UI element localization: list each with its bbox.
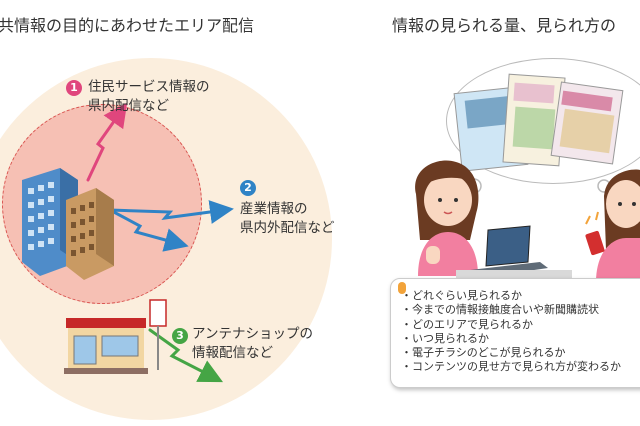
woman-with-laptop-icon (415, 160, 479, 276)
item-2-line2: 県内外配信など (240, 220, 335, 236)
info-list: どれぐらい見られるか 今までの情報接触度合いや新聞購読状 どのエリアで見られるか… (391, 279, 640, 375)
table-icon (456, 270, 572, 278)
item-1-label: 住民サービス情報の 県内配信など (88, 78, 210, 116)
item-3-line2: 情報配信など (192, 345, 273, 361)
item-3-label: アンテナショップの 情報配信など (192, 325, 313, 363)
woman-with-phone-icon (585, 169, 640, 282)
list-item: 今までの情報接触度合いや新聞購読状 (412, 303, 640, 317)
item-3-badge: 3 (172, 328, 188, 344)
arrow-1 (86, 102, 128, 182)
item-1-badge: 1 (66, 80, 82, 96)
item-1-line2: 県内配信など (88, 98, 169, 114)
brown-building-icon (66, 188, 114, 280)
list-item: 電子チラシのどこが見られるか (412, 346, 640, 360)
info-box: どれぐらい見られるか 今までの情報接触度合いや新聞購読状 どのエリアで見られるか… (390, 278, 640, 388)
arrow-3 (148, 328, 224, 383)
item-2-line1: 産業情報の (240, 201, 308, 217)
item-3-line1: アンテナショップの (192, 326, 313, 342)
antenna-shop-icon (64, 299, 167, 374)
list-item: どのエリアで見られるか (412, 318, 640, 332)
list-item: コンテンツの見せ方で見られ方が変わるか (412, 360, 640, 374)
flyer-images-icon (453, 73, 624, 172)
left-heading: 共情報の目的にあわせたエリア配信 (0, 16, 255, 35)
item-1-line1: 住民サービス情報の (88, 79, 210, 95)
item-2-badge: 2 (240, 180, 256, 196)
list-item: いつ見られるか (412, 332, 640, 346)
pin-icon (398, 282, 406, 294)
list-item: どれぐらい見られるか (412, 289, 640, 303)
item-2-label: 産業情報の 県内外配信など (240, 200, 335, 238)
arrow-2 (108, 200, 234, 252)
right-heading: 情報の見られる量、見られ方の (392, 16, 617, 35)
